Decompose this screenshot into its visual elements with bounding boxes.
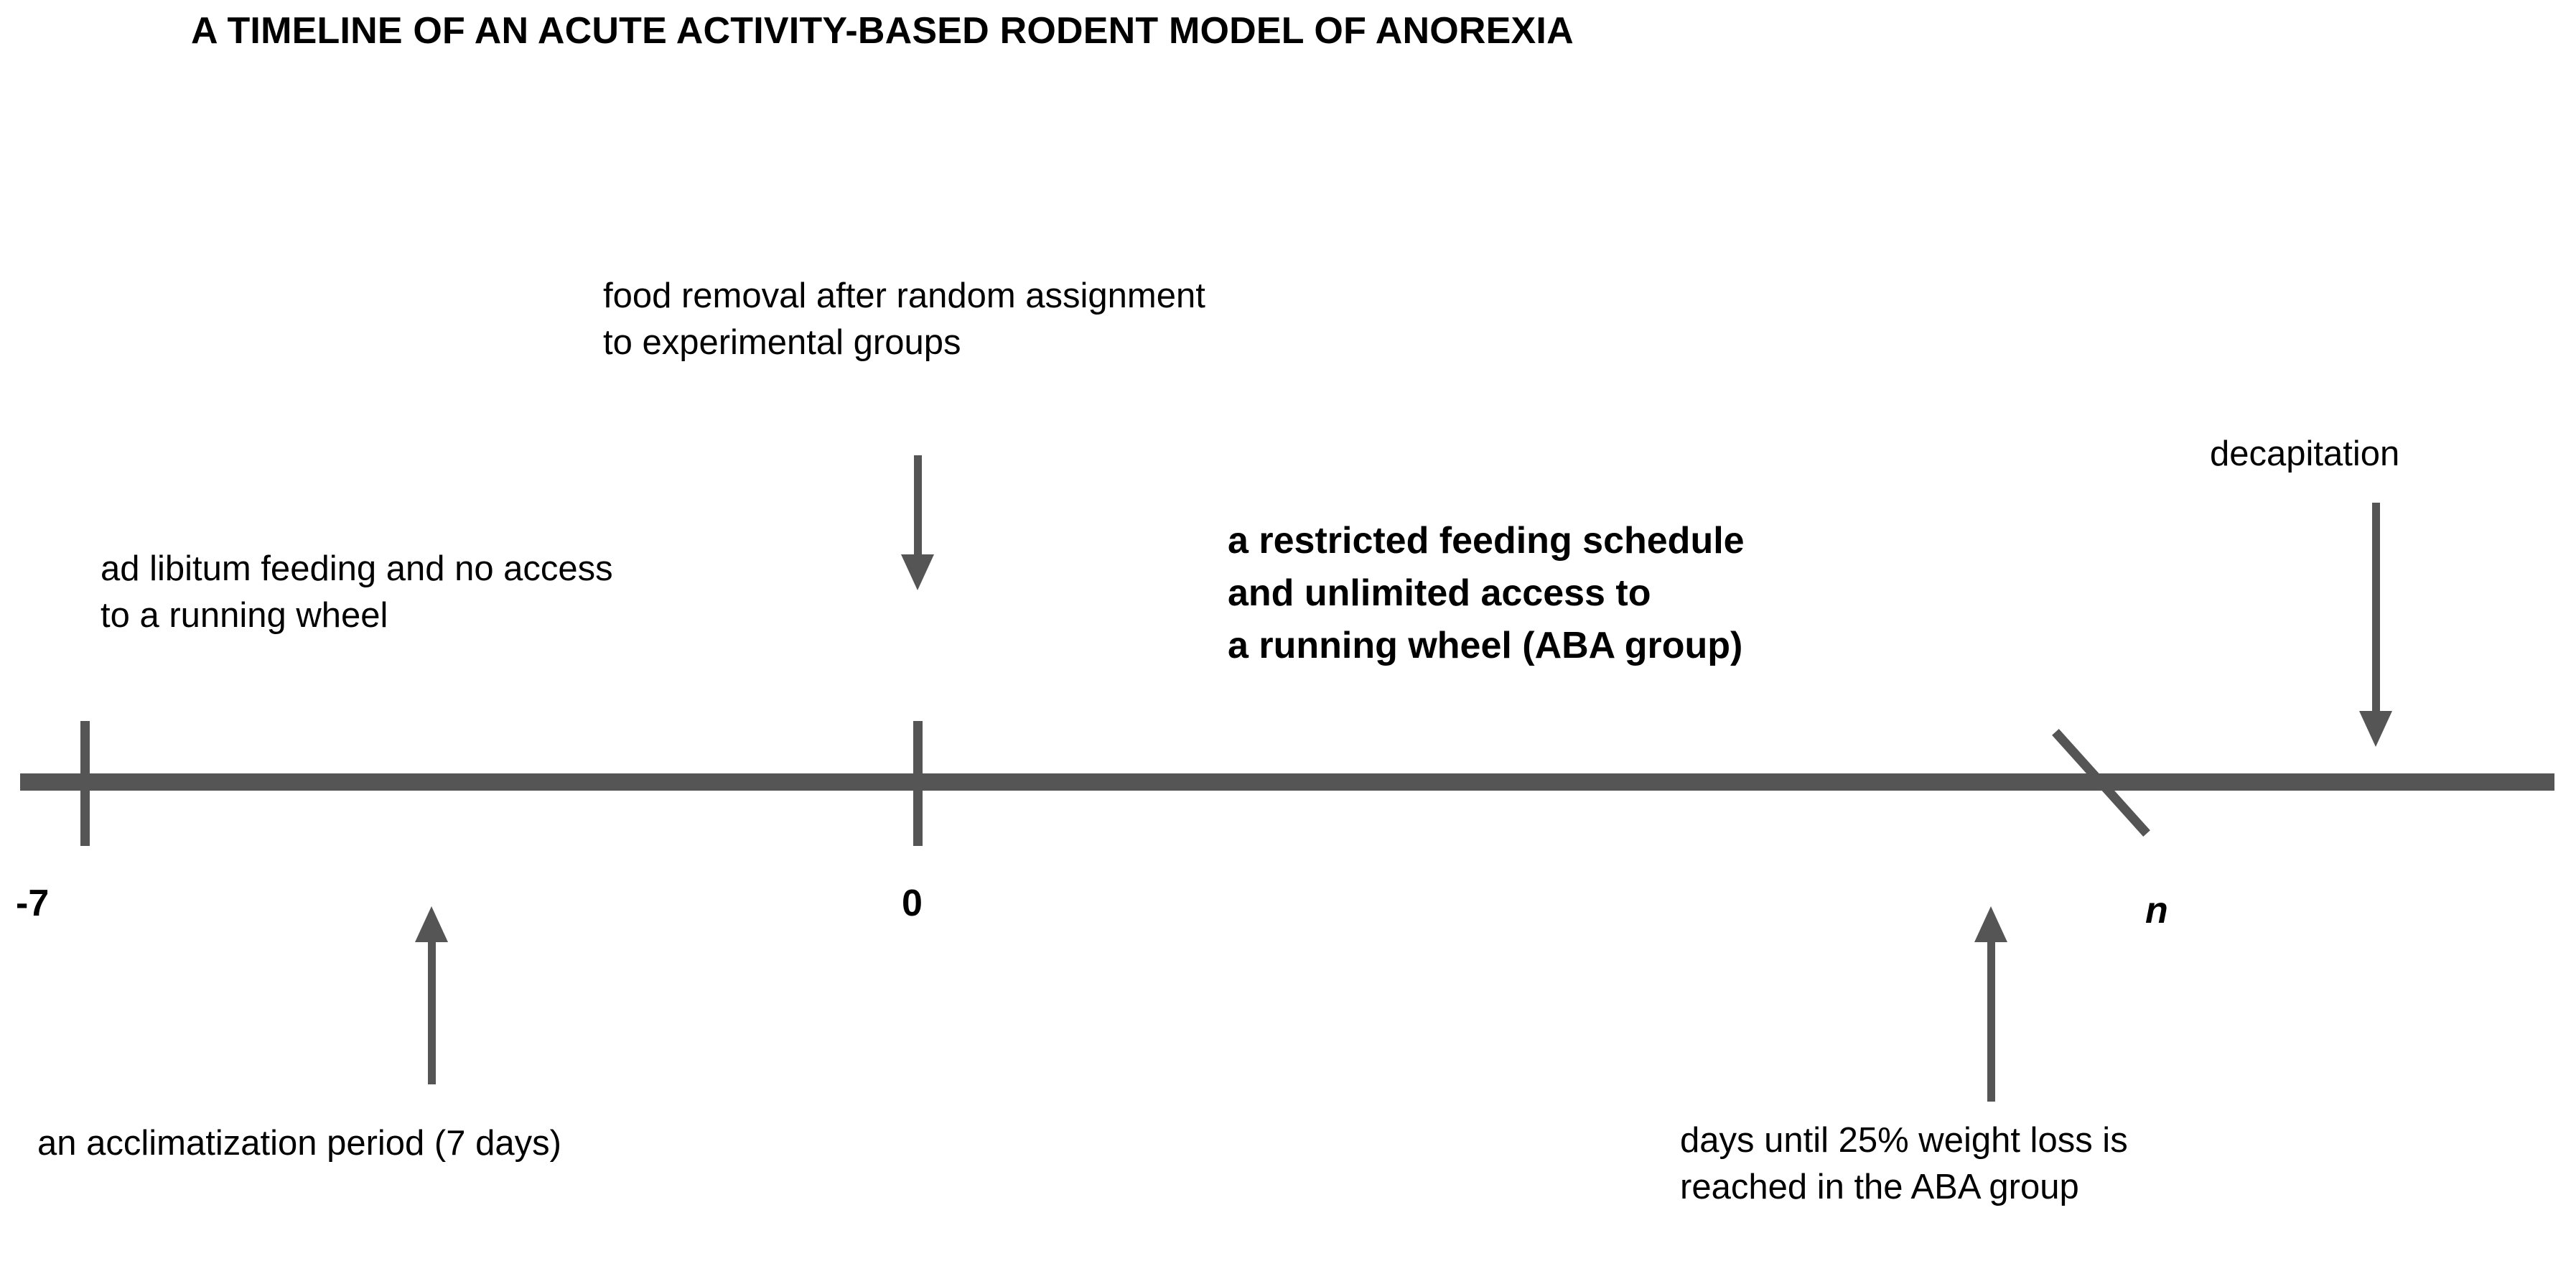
- arrow-head-up-icon: [415, 906, 448, 942]
- arrow-shaft: [914, 455, 922, 556]
- arrow-head-up-icon: [1974, 906, 2007, 942]
- annotation-acclimatization-line-1: an acclimatization period (7 days): [37, 1124, 561, 1163]
- arrow-shaft: [428, 941, 436, 1084]
- tick-mark-zero: [913, 721, 923, 846]
- annotation-decapitation-line-1: decapitation: [2210, 434, 2400, 473]
- annotation-food-removal-line-2: to experimental groups: [603, 322, 961, 362]
- annotation-restricted-feeding-line-1: a restricted feeding schedule: [1228, 520, 1745, 562]
- annotation-ad-libitum-line-1: ad libitum feeding and no access: [101, 549, 613, 588]
- axis-label-zero: 0: [902, 883, 923, 924]
- arrow-head-down-icon: [2359, 711, 2392, 747]
- annotation-food-removal-line-1: food removal after random assignment: [603, 276, 1205, 315]
- annotation-restricted-feeding: a restricted feeding schedule and unlimi…: [1228, 515, 1745, 671]
- arrow-up-weight-loss: [1974, 906, 2007, 1102]
- axis-label-minus-7: -7: [16, 883, 50, 924]
- annotation-ad-libitum-line-2: to a running wheel: [101, 595, 388, 635]
- arrow-down-decapitation: [2359, 503, 2392, 747]
- annotation-restricted-feeding-line-2: and unlimited access to: [1228, 572, 1651, 614]
- annotation-ad-libitum: ad libitum feeding and no access to a ru…: [101, 546, 613, 638]
- figure-title: A TIMELINE OF AN ACUTE ACTIVITY-BASED RO…: [191, 10, 1574, 52]
- annotation-restricted-feeding-line-3: a running wheel (ABA group): [1228, 624, 1743, 666]
- annotation-decapitation: decapitation: [2210, 431, 2399, 478]
- axis-label-n: n: [2145, 890, 2168, 931]
- annotation-food-removal: food removal after random assignment to …: [603, 273, 1205, 366]
- annotation-weight-loss: days until 25% weight loss is reached in…: [1680, 1117, 2128, 1210]
- arrow-down-food-removal: [901, 455, 934, 590]
- annotation-acclimatization: an acclimatization period (7 days): [37, 1120, 561, 1167]
- tick-mark-minus-7: [80, 721, 90, 846]
- arrow-shaft: [2372, 503, 2380, 712]
- arrow-up-acclimatization: [415, 906, 448, 1084]
- annotation-weight-loss-line-1: days until 25% weight loss is: [1680, 1121, 2128, 1160]
- arrow-head-down-icon: [901, 554, 934, 590]
- arrow-shaft: [1987, 941, 1995, 1102]
- annotation-weight-loss-line-2: reached in the ABA group: [1680, 1167, 2079, 1206]
- timeline-axis: [20, 773, 2554, 791]
